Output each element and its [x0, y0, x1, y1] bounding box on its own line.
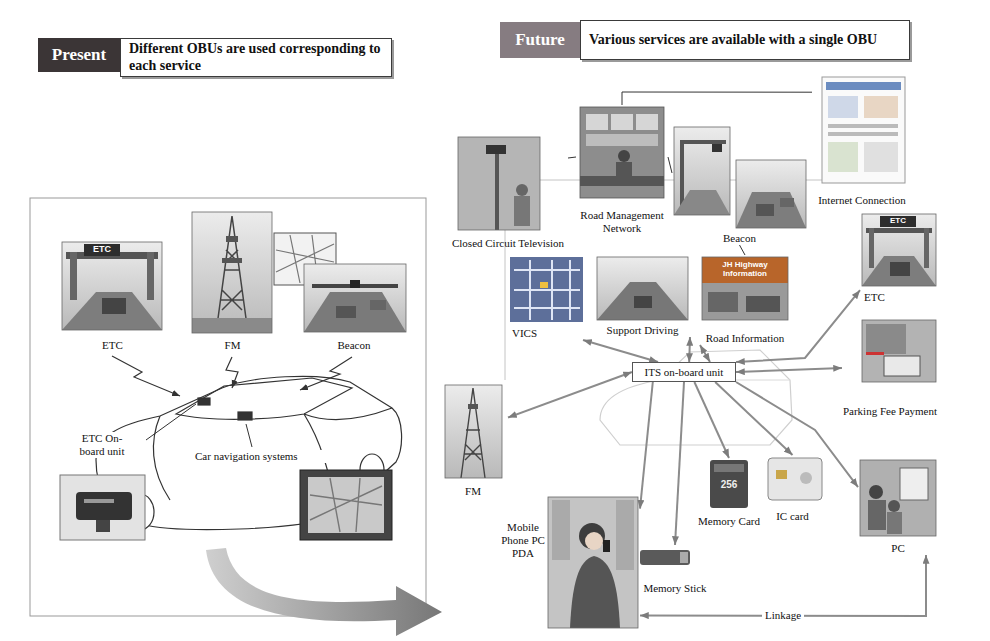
fm-tower-photo: [445, 385, 502, 478]
connector: [675, 382, 684, 545]
photo-node: Mobile Phone PC PDA: [500, 495, 640, 632]
connector: [740, 245, 746, 255]
photo-node: Memory Stick: [630, 545, 720, 595]
caption: Present: [52, 45, 106, 65]
caption: Car navigation systems: [195, 450, 327, 463]
connector: [694, 382, 729, 458]
heading-box: Different OBUs are used corresponding to…: [120, 38, 392, 77]
connector: [688, 337, 691, 362]
memory-card-photo: [710, 460, 748, 508]
caption: IC card: [760, 510, 825, 523]
connector: [568, 157, 576, 158]
mobile-user-photo: [548, 497, 638, 628]
caption: Different OBUs are used corresponding to…: [129, 41, 383, 73]
etc-unit-photo: [60, 475, 145, 540]
connector: [622, 92, 812, 105]
connector: [736, 290, 860, 362]
sign-text: JH Highway Information: [703, 258, 787, 282]
beacon-photos: [674, 127, 806, 228]
caption: Beacon: [672, 232, 807, 245]
photo-node: Support Driving: [595, 255, 690, 337]
unit-box: ITS on-board unit: [632, 362, 736, 382]
vics-screen-photo: [510, 257, 583, 322]
caption: ITS on-board unit: [645, 366, 724, 378]
sign-text: ETC: [880, 216, 916, 227]
caption: Future: [515, 30, 565, 50]
photo-node: Car navigation systems: [195, 450, 395, 545]
caption: Memory Card: [690, 515, 768, 528]
connector: [736, 368, 842, 372]
connector: [668, 157, 672, 173]
caption: FM: [438, 485, 508, 498]
photo-node: FM: [190, 210, 275, 352]
road-information-photo: [702, 257, 788, 320]
big-transition-arrow: [206, 548, 442, 636]
connector: [736, 382, 858, 487]
caption: ETC On-board unit: [70, 432, 134, 458]
memory-stick-photo: [640, 550, 690, 565]
pc-terminal-photo: [860, 460, 936, 536]
control-room-photo: [580, 107, 664, 198]
photo-node: Closed Circuit Television: [448, 135, 568, 250]
heading-box: Various services are available with a si…: [580, 20, 910, 60]
connector: [583, 340, 658, 362]
cctv-photo: [458, 137, 540, 230]
caption: ETC: [60, 339, 165, 352]
photo-node: IC card: [760, 455, 825, 523]
caption: Internet Connection: [812, 194, 912, 207]
leader-lines: [146, 404, 252, 447]
connector: [700, 345, 710, 362]
beacon-photo: [304, 264, 406, 332]
caption: Support Driving: [595, 324, 690, 337]
etc-gate-photo: [862, 214, 936, 286]
connector: [640, 382, 653, 509]
sign-text: 256: [711, 477, 747, 491]
sign-text: ETC: [84, 244, 120, 256]
caption: Beacon: [300, 339, 408, 352]
fm-tower-photo: [192, 212, 272, 333]
photo-node: Beacon: [300, 262, 408, 352]
photo-node: Internet Connection: [812, 75, 912, 207]
heading-tag: Future: [500, 22, 580, 58]
caption: ETC: [862, 291, 887, 304]
photo-node: VICS: [508, 255, 583, 340]
connector-label: Linkage: [762, 609, 804, 622]
caption: Parking Fee Payment: [842, 405, 938, 418]
caption: PC: [858, 542, 938, 555]
heading-tag: Present: [38, 38, 120, 72]
ic-card-photo: [768, 458, 822, 500]
internet-page-photo: [822, 77, 905, 183]
photo-node: Road Management Network: [576, 105, 668, 235]
navigation-photo: [300, 470, 392, 540]
photo-node: Parking Fee Payment: [842, 318, 938, 418]
caption: FM: [190, 339, 275, 352]
left-panel-frame: [30, 198, 426, 616]
photo-node: Beacon: [672, 125, 807, 245]
photo-node: ETC: [60, 240, 165, 352]
radio-bolts: [112, 356, 352, 396]
connector: [508, 372, 632, 418]
photo-node: ETC: [860, 212, 938, 304]
photo-node: Memory Card: [690, 458, 768, 528]
caption: Memory Stick: [630, 582, 720, 595]
photo-node: ETC On-board unit: [52, 432, 152, 545]
caption: Various services are available with a si…: [589, 32, 877, 48]
caption: Closed Circuit Television: [448, 237, 568, 250]
parking-photo: [862, 320, 936, 382]
caption: VICS: [510, 327, 539, 340]
photo-node: FM: [438, 383, 508, 498]
right-panel-frame: [505, 180, 905, 380]
caption: Road Information: [700, 332, 790, 345]
photo-node: PC: [858, 458, 938, 555]
etc-gate-photo: [62, 242, 162, 330]
caption: Road Management Network: [576, 209, 668, 235]
driving-view-photo: [597, 257, 688, 320]
caption: Mobile Phone PC PDA: [500, 521, 546, 560]
